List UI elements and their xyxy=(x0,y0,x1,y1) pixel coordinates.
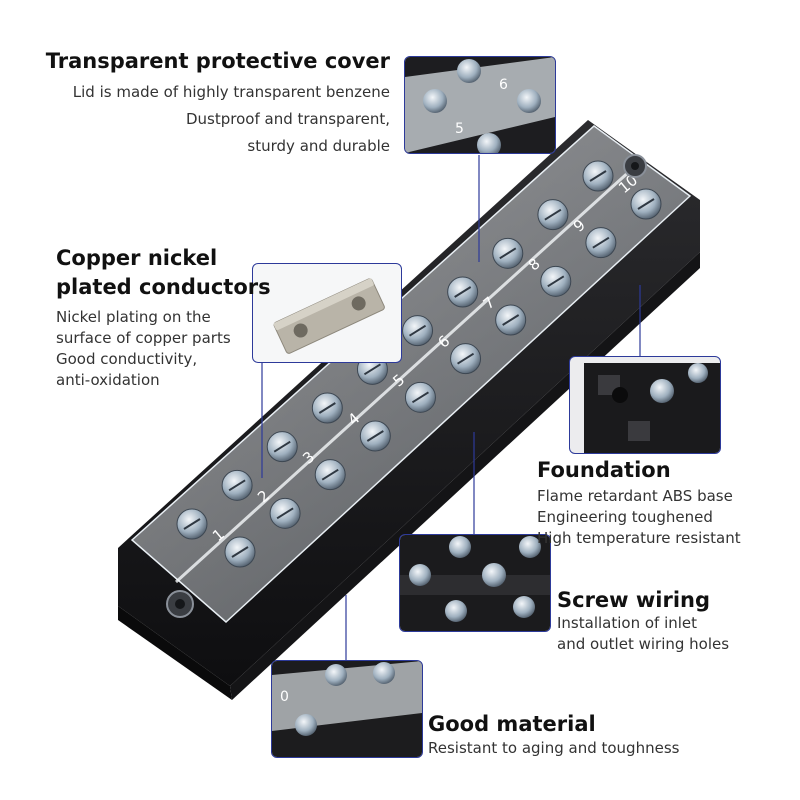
cover-rib xyxy=(174,158,644,584)
screw-slot xyxy=(363,363,381,376)
foundation-desc-1: Flame retardant ABS base xyxy=(537,487,733,505)
screw-icon xyxy=(688,363,708,383)
screw-slot xyxy=(457,352,475,365)
screw-desc-1: Installation of inlet xyxy=(557,614,698,632)
screw-icon xyxy=(445,600,467,622)
copper-desc-4: anti-oxidation xyxy=(56,371,160,389)
screw-slot xyxy=(637,198,655,210)
copper-desc-3: Good conductivity, xyxy=(56,350,198,368)
screw-slot xyxy=(592,236,610,249)
screw-icon xyxy=(650,379,674,403)
copper-desc-2: surface of copper parts xyxy=(56,329,231,347)
inset-cover: 6 5 xyxy=(404,56,556,154)
cover-title: Transparent protective cover xyxy=(45,49,390,73)
cover-desc-3: sturdy and durable xyxy=(247,137,390,155)
nut-icon xyxy=(166,590,194,618)
copper-desc-1: Nickel plating on the xyxy=(56,308,211,326)
nut-icon xyxy=(623,154,647,178)
screw-slot xyxy=(544,208,562,221)
inset-number: 5 xyxy=(455,121,464,137)
inset-screw-wiring xyxy=(399,534,551,632)
screw-slot xyxy=(547,275,565,288)
screw-icon xyxy=(513,596,535,618)
screw-slot xyxy=(228,479,246,492)
foundation-title: Foundation xyxy=(537,458,671,482)
copper-plate xyxy=(273,278,385,354)
screw-slot xyxy=(318,402,336,414)
screw-slot xyxy=(273,440,291,453)
screw-icon xyxy=(295,714,317,736)
screw-icon xyxy=(449,536,471,558)
copper-title-1: Copper nickel xyxy=(56,246,218,270)
screw-title: Screw wiring xyxy=(557,588,711,612)
material-title: Good material xyxy=(428,712,596,736)
screw-icon xyxy=(519,536,541,558)
foundation-desc-3: High temperature resistant xyxy=(537,529,741,547)
screw-slot xyxy=(409,324,427,337)
screw-slot xyxy=(366,430,384,442)
inset-number: 0 xyxy=(280,689,289,705)
screw-icon xyxy=(373,662,395,684)
screw-slot xyxy=(276,507,294,520)
screw-icon xyxy=(517,89,541,113)
screw-slot xyxy=(589,170,607,182)
cover-desc-2: Dustproof and transparent, xyxy=(185,110,390,128)
screw-slot xyxy=(502,314,520,326)
screw-desc-2: and outlet wiring holes xyxy=(557,635,730,653)
screw-slot xyxy=(499,247,517,260)
screw-icon xyxy=(325,664,347,686)
inset-number: 6 xyxy=(499,77,508,93)
transparent-cover xyxy=(130,125,692,624)
material-desc-1: Resistant to aging and toughness xyxy=(428,739,680,757)
screw-icon xyxy=(457,59,481,83)
screw-icon xyxy=(409,564,431,586)
inset-foundation xyxy=(569,356,721,454)
screw-slot xyxy=(231,546,249,558)
screw-icon xyxy=(482,563,506,587)
screw-icon xyxy=(423,89,447,113)
inset-copper-plate xyxy=(252,263,402,363)
cover-desc-1: Lid is made of highly transparent benzen… xyxy=(72,83,390,101)
screw-slot xyxy=(183,518,201,530)
screw-icon xyxy=(477,133,501,153)
screw-slot xyxy=(454,286,472,298)
inset-material: 0 xyxy=(271,660,423,758)
screw-slot xyxy=(411,391,429,404)
foundation-desc-2: Engineering toughened xyxy=(537,508,713,526)
screw-slot xyxy=(321,468,339,481)
copper-title-2: plated conductors xyxy=(56,275,271,299)
